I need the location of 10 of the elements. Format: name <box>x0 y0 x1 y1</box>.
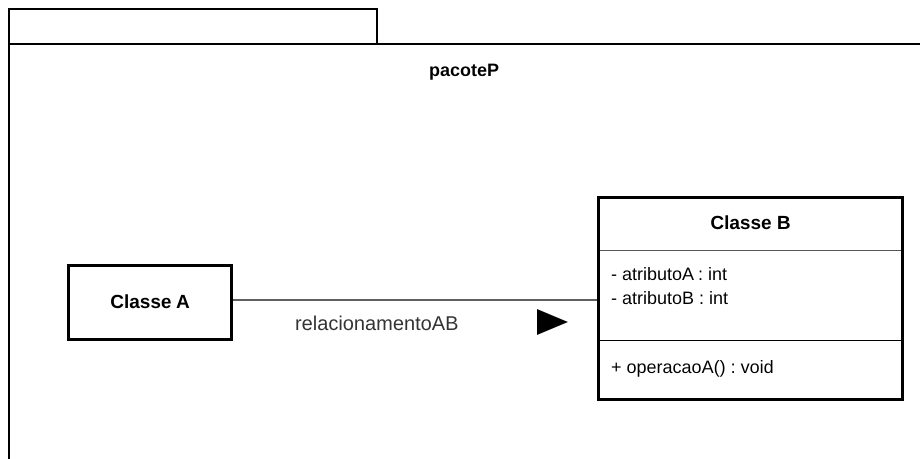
class-box <box>67 264 233 341</box>
attribute-text: - atributoA : int <box>611 264 728 285</box>
association-line <box>233 299 597 301</box>
class-name: Classe A <box>110 292 190 314</box>
package-name: pacoteP <box>428 60 500 81</box>
attribute-text: - atributoB : int <box>611 288 728 309</box>
package-frame <box>8 8 920 459</box>
class-name: Classe B <box>709 213 792 235</box>
class-box <box>597 196 904 401</box>
operation-text: + operacaoA() : void <box>611 357 774 378</box>
